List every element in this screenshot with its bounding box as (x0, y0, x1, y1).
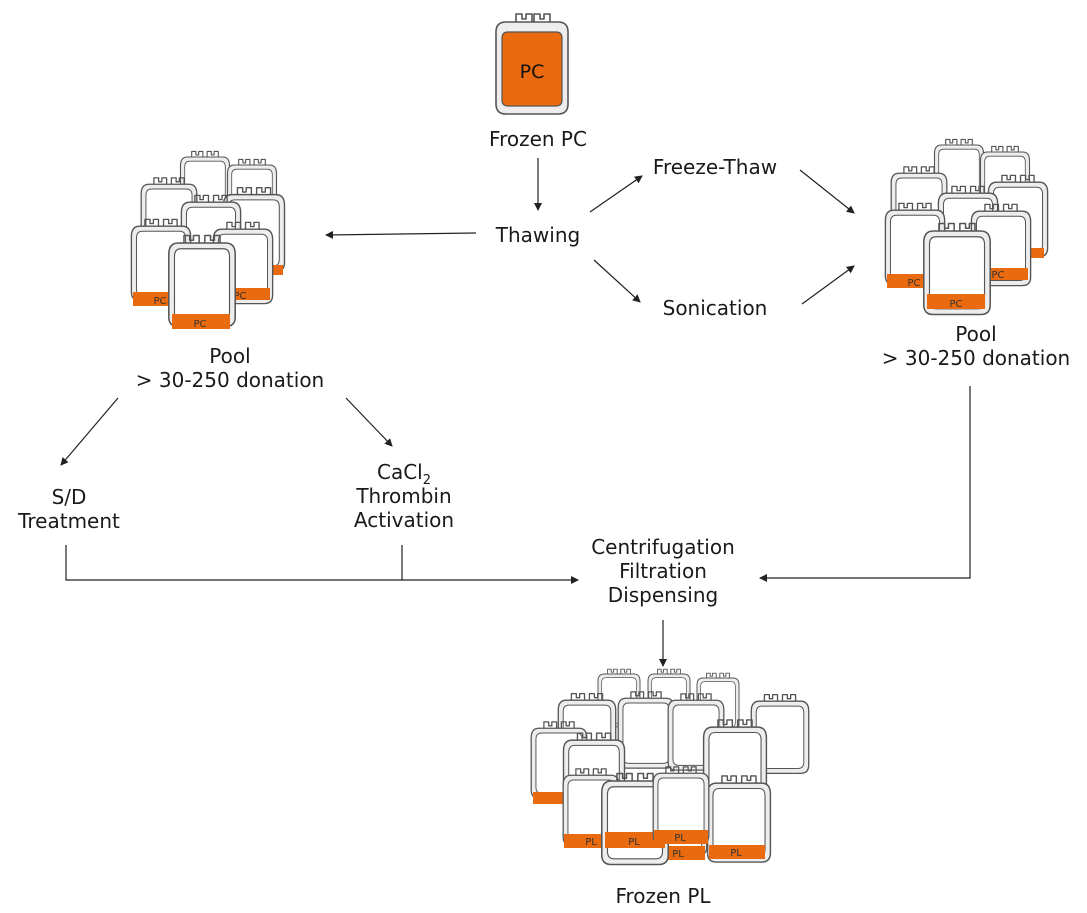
left-pool-bags: PC PC PC (130, 150, 286, 330)
pool-left-line2: > 30-250 donation (135, 368, 325, 392)
cacl2-formula-base: CaCl (376, 460, 423, 484)
arrow-left-pool-to-sd (60, 397, 119, 466)
processing-line2: Filtration (619, 559, 707, 583)
left-pool-bag-label: PC (233, 291, 246, 302)
right-pool-bag-label: PC (991, 270, 1004, 281)
thawing-label: Thawing (495, 223, 581, 247)
right-pool-bags: PC PC PC (884, 138, 1049, 316)
arrow-freeze-thaw-to-right-pool (799, 169, 855, 214)
cacl2-line3: Activation (353, 508, 455, 532)
pool-left-label: Pool > 30-250 donation (90, 344, 370, 392)
sd-treatment-label: S/D Treatment (4, 485, 134, 533)
frozen-pl-bags: PL PL PL PL PL PL (530, 668, 810, 866)
left-pool-bag-label: PC (153, 296, 166, 307)
arrow-right-pool-to-processing (759, 386, 971, 582)
sd-treatment-line1: S/D (51, 485, 87, 509)
right-pool-bag-label: PC (907, 278, 920, 289)
pool-left-line1: Pool (209, 344, 251, 368)
frozen-pc-bag: PC (495, 13, 569, 115)
sonication-label: Sonication (662, 296, 768, 320)
pool-right-line2: > 30-250 donation (881, 346, 1071, 370)
flow-arrows (60, 158, 971, 667)
cacl2-activation-label: CaCl2 Thrombin Activation (334, 460, 474, 532)
pl-bag-label: PL (674, 833, 686, 844)
processing-line3: Dispensing (607, 583, 719, 607)
pl-bag-label: PL (585, 837, 597, 848)
processing-label: Centrifugation Filtration Dispensing (568, 535, 758, 607)
processing-line1: Centrifugation (591, 535, 735, 559)
frozen-pc-bag-label: PC (520, 61, 545, 83)
arrow-thawing-to-sonication (593, 259, 641, 303)
cacl2-formula: CaCl2 (334, 460, 474, 487)
pool-right-label: Pool > 30-250 donation (868, 322, 1084, 370)
sd-treatment-line2: Treatment (18, 509, 120, 533)
left-pool-bag-label: PC (193, 319, 206, 330)
cacl2-line2: Thrombin (356, 484, 452, 508)
pool-right-line1: Pool (955, 322, 997, 346)
arrow-thawing-to-freeze-thaw (589, 175, 643, 213)
pl-bag-label: PL (672, 849, 684, 860)
pl-bag-label: PL (730, 848, 742, 859)
arrow-left-pool-to-cacl2 (345, 397, 393, 447)
arrow-sd-to-processing (65, 545, 579, 584)
arrow-sonication-to-right-pool (801, 265, 855, 305)
freeze-thaw-label: Freeze-Thaw (652, 155, 778, 179)
frozen-pl-label: Frozen PL (615, 884, 711, 908)
arrow-thawing-to-left-pool (325, 230, 477, 239)
cacl2-formula-subscript: 2 (422, 473, 432, 488)
right-pool-bag-label: PC (949, 299, 962, 310)
frozen-pc-label: Frozen PC (489, 127, 587, 151)
pl-bag-label: PL (628, 837, 640, 848)
